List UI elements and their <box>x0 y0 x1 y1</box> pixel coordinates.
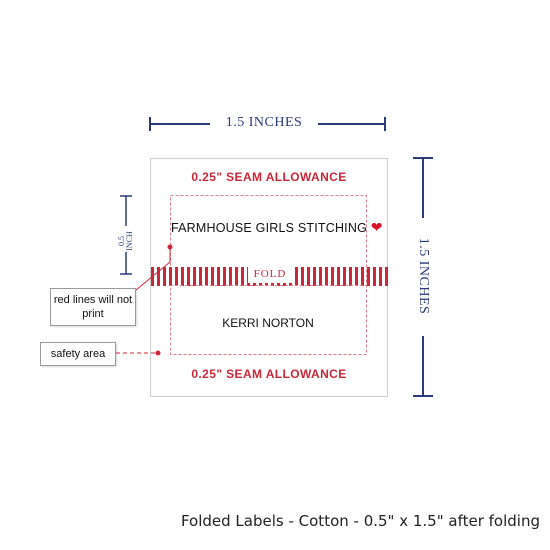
fold-stripe <box>367 267 370 286</box>
height-dimension-line <box>413 157 433 397</box>
fold-stripe <box>373 267 376 286</box>
fold-stripe <box>205 267 208 286</box>
fold-stripe <box>385 267 388 286</box>
safety-area-callout-text: safety area <box>50 348 106 360</box>
fold-stripe <box>313 267 316 286</box>
fold-stripe <box>223 267 226 286</box>
fold-stripe <box>163 267 166 286</box>
red-lines-callout: red lines will not print <box>50 288 136 326</box>
red-lines-leader <box>135 244 173 291</box>
half-inch-label: 0.5 INCH <box>117 216 134 266</box>
height-label: 1.5 INCHES <box>416 237 431 315</box>
fold-stripe <box>301 267 304 286</box>
red-lines-callout-text: red lines will not print <box>53 294 133 320</box>
fold-stripe <box>325 267 328 286</box>
fold-stripe <box>295 267 298 286</box>
fold-stripe <box>307 267 310 286</box>
fold-stripe <box>193 267 196 286</box>
fold-stripe <box>187 267 190 286</box>
fold-label: FOLD <box>253 268 287 280</box>
half-inch-dimension-line <box>120 195 132 275</box>
fold-stripe <box>157 267 160 286</box>
seam-allowance-bottom: 0.25" SEAM ALLOWANCE <box>191 367 347 381</box>
fold-label-box <box>248 267 292 283</box>
fold-stripe <box>169 267 172 286</box>
fold-stripe <box>319 267 322 286</box>
fold-stripe <box>379 267 382 286</box>
fold-stripe <box>235 267 238 286</box>
width-dimension-line <box>149 117 386 131</box>
fold-stripe <box>361 267 364 286</box>
fold-stripe <box>217 267 220 286</box>
fold-stripe <box>349 267 352 286</box>
fold-stripe <box>229 267 232 286</box>
half-inch-unit: INCH <box>125 231 134 251</box>
fold-stripe <box>175 267 178 286</box>
fold-stripe <box>181 267 184 286</box>
fold-stripe <box>241 267 244 286</box>
heart-icon: ❤ <box>370 219 383 235</box>
bottom-label-text: KERRI NORTON <box>222 316 314 330</box>
top-label-line: FARMHOUSE GIRLS STITCHING <box>171 221 367 235</box>
width-label: 1.5 INCHES <box>225 115 303 130</box>
fold-stripe <box>211 267 214 286</box>
seam-allowance-top: 0.25" SEAM ALLOWANCE <box>191 170 347 184</box>
fold-stripe <box>343 267 346 286</box>
safety-area-leader <box>116 350 161 356</box>
fold-stripe <box>337 267 340 286</box>
fold-stripe <box>331 267 334 286</box>
fold-stripe <box>199 267 202 286</box>
top-label-text: FARMHOUSE GIRLS STITCHING ❤ <box>171 219 382 236</box>
fold-stripe <box>355 267 358 286</box>
product-caption: Folded Labels - Cotton - 0.5" x 1.5" aft… <box>180 512 540 530</box>
safety-area-callout: safety area <box>40 342 116 366</box>
